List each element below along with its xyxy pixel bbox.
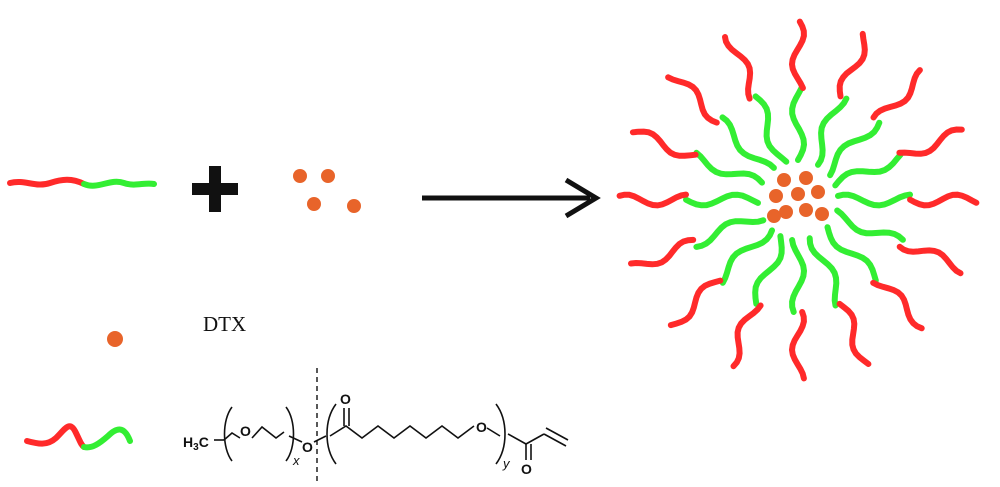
arm-hydrophobic-segment <box>629 128 699 159</box>
arm-hydrophilic-segment <box>683 191 761 209</box>
micelle-arm <box>616 191 761 209</box>
micelle-arm <box>835 191 980 209</box>
single-copolymer-chain <box>7 176 157 189</box>
arm-hydrophilic-segment <box>824 224 879 284</box>
micelle-arm <box>629 128 765 186</box>
drug-loaded-micelle <box>616 18 980 382</box>
arm-hydrophilic-segment <box>719 227 775 286</box>
plus-sign <box>192 166 238 212</box>
formula-o-carbonyl-top: O <box>340 391 351 407</box>
drug-particle <box>347 199 361 213</box>
legend-hydrophobic-segment <box>24 423 87 450</box>
arm-hydrophilic-segment <box>834 207 906 243</box>
arm-hydrophobic-segment <box>870 67 923 121</box>
drug-particle <box>293 169 307 183</box>
micelle-arm <box>722 34 790 165</box>
core-drug-particle <box>799 171 813 185</box>
free-drug-particles <box>293 169 361 213</box>
core-drug-particle <box>777 173 791 187</box>
formula-h3c: H3C <box>183 434 209 453</box>
arm-hydrophobic-segment <box>730 302 764 370</box>
arm-hydrophobic-segment <box>788 18 807 91</box>
arm-hydrophilic-segment <box>752 233 785 307</box>
micelle-arm <box>806 235 872 367</box>
arm-hydrophobic-segment <box>665 74 720 126</box>
formula-o-carbonyl-bottom: O <box>521 461 532 477</box>
micelle-arm <box>834 207 964 277</box>
micelle-core <box>767 171 829 223</box>
micelle-arm <box>667 227 775 329</box>
arm-hydrophobic-segment <box>788 309 807 382</box>
arm-hydrophobic-segment <box>628 236 697 268</box>
chain-hydrophobic-segment <box>7 176 87 188</box>
arm-hydrophobic-segment <box>836 300 872 367</box>
core-drug-particle <box>791 187 805 201</box>
bracket-y-right <box>495 403 506 465</box>
bracket-x-left <box>223 406 233 462</box>
core-drug-particle <box>811 185 825 199</box>
formula-sub-x: x <box>292 453 300 468</box>
arm-hydrophobic-segment <box>836 30 868 100</box>
micelle-arm <box>827 67 923 179</box>
bracket-x-right <box>285 406 295 462</box>
micelle-arm <box>788 237 808 382</box>
micelle-arm <box>730 233 785 370</box>
core-drug-particle <box>767 209 781 223</box>
formula-o3: O <box>476 419 487 435</box>
formula-sub-y: y <box>502 456 511 471</box>
arm-hydrophobic-segment <box>616 191 689 209</box>
arm-hydrophilic-segment <box>806 235 840 309</box>
arm-hydrophobic-segment <box>870 279 925 332</box>
legend-drug: DTX <box>107 312 246 347</box>
core-drug-particle <box>779 205 793 219</box>
micelle-arm <box>824 224 925 332</box>
formula-o1: O <box>240 423 251 439</box>
formula-o2: O <box>302 439 313 455</box>
micelle-arms <box>616 18 980 382</box>
arm-hydrophobic-segment <box>667 277 724 329</box>
micelle-arm <box>832 126 965 189</box>
arm-hydrophilic-segment <box>789 85 808 163</box>
drug-particle <box>307 197 321 211</box>
legend-hydrophilic-segment <box>81 426 133 451</box>
drug-particle <box>321 169 335 183</box>
legend-drug-dot <box>107 331 123 347</box>
core-drug-particle <box>799 203 813 217</box>
arm-hydrophilic-segment <box>719 114 777 171</box>
arm-hydrophilic-segment <box>693 149 765 186</box>
arm-hydrophobic-segment <box>722 34 754 102</box>
legend-drug-label: DTX <box>203 312 246 336</box>
legend-copolymer-chain <box>24 423 133 451</box>
arm-hydrophilic-segment <box>835 191 913 209</box>
core-drug-particle <box>769 189 783 203</box>
arm-hydrophobic-segment <box>907 191 980 209</box>
core-drug-particle <box>815 207 829 221</box>
micelle-arm <box>665 74 777 171</box>
micelle-arm <box>815 30 868 168</box>
arm-hydrophobic-segment <box>896 243 964 277</box>
arm-hydrophilic-segment <box>752 93 790 165</box>
reaction-arrow <box>422 177 601 219</box>
chemical-structure: H3C O x O O O y O <box>183 368 569 485</box>
arm-hydrophilic-segment <box>827 119 883 179</box>
arm-hydrophobic-segment <box>896 126 965 157</box>
arm-hydrophilic-segment <box>693 217 767 250</box>
arm-hydrophilic-segment <box>789 237 808 315</box>
chain-hydrophilic-segment <box>81 178 157 189</box>
bracket-y-left <box>326 403 337 465</box>
micelle-arm <box>788 18 808 163</box>
arm-hydrophilic-segment <box>832 151 904 189</box>
micelle-arm <box>628 217 767 268</box>
arm-hydrophilic-segment <box>815 95 850 168</box>
